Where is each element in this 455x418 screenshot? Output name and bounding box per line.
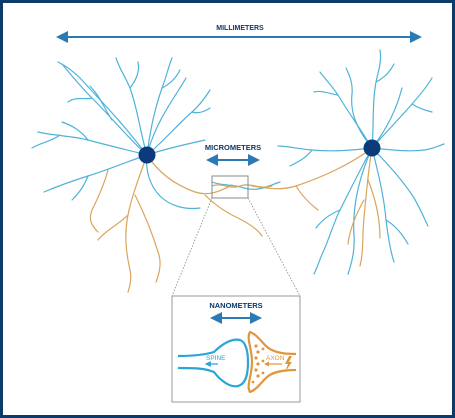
right-neuron: [252, 50, 444, 274]
left-neuron: [32, 58, 262, 292]
micrometers-scale: MICROMETERS: [205, 143, 261, 160]
nanometers-label: NANOMETERS: [209, 301, 262, 310]
millimeters-label: MILLIMETERS: [216, 25, 264, 32]
synapse-inset: NANOMETERS SPINE: [172, 296, 300, 402]
right-dendrites: [278, 50, 444, 274]
left-dendrites: [32, 58, 210, 209]
right-axon: [252, 148, 380, 266]
micrometers-label: MICROMETERS: [205, 143, 261, 152]
left-soma: [139, 147, 156, 164]
spine-label: SPINE: [206, 355, 226, 362]
millimeters-scale: MILLIMETERS: [58, 25, 420, 37]
right-soma: [364, 140, 381, 157]
zoom-lines: [172, 198, 300, 296]
axon-label: AXON: [266, 355, 285, 362]
